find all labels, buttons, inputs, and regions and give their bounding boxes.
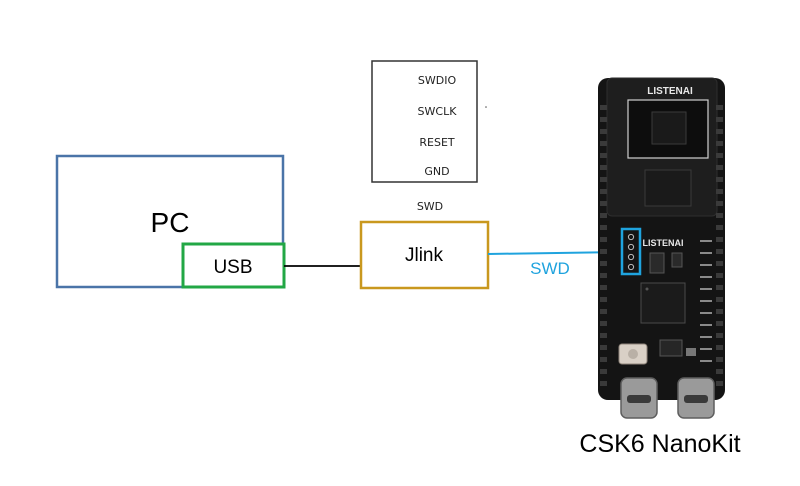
usb-label: USB: [213, 257, 252, 278]
left-pin-header: [600, 105, 607, 386]
stray-dot: [485, 106, 487, 108]
chip-logo: LISTENAI: [642, 238, 683, 248]
jlink-label: Jlink: [405, 245, 444, 266]
board-component: [671, 252, 683, 268]
swd-cable-label: SWD: [530, 259, 570, 278]
jlink-box: [359, 220, 490, 290]
right-pin-header: [716, 105, 723, 386]
mcu-dot: [645, 287, 649, 291]
swd-pin-box: [371, 60, 478, 183]
swd-header-pin: [627, 233, 635, 241]
board-component: [659, 339, 683, 357]
swd-pin-label: GND: [424, 165, 449, 178]
swd-header-pin: [627, 263, 635, 271]
board-caption: CSK6 NanoKit: [579, 430, 740, 458]
board-logo: LISTENAI: [647, 86, 693, 97]
swd-header-highlight: [620, 227, 642, 276]
module-chip: [651, 111, 687, 145]
csk6-board-image: LISTENAI: [598, 77, 725, 419]
board-component: [649, 252, 665, 274]
swd-header-pin: [627, 253, 635, 261]
module-chip-2: [644, 169, 692, 207]
board-component: [686, 348, 696, 356]
silkscreen-marks: [700, 240, 712, 362]
reset-button-cap: [628, 349, 638, 359]
pc-box: [55, 154, 285, 289]
pc-label: PC: [151, 207, 190, 238]
swd-pin-label: SWCLK: [418, 105, 458, 118]
swd-pin-label: RESET: [419, 136, 455, 149]
swd-legend-title: SWD: [417, 200, 443, 213]
usb-c-port-right-inner: [684, 395, 708, 403]
usb-c-port-left-inner: [627, 395, 651, 403]
swd-pin-label: SWDIO: [418, 74, 457, 87]
usb-box: [181, 242, 286, 289]
swd-header-pin: [627, 243, 635, 251]
